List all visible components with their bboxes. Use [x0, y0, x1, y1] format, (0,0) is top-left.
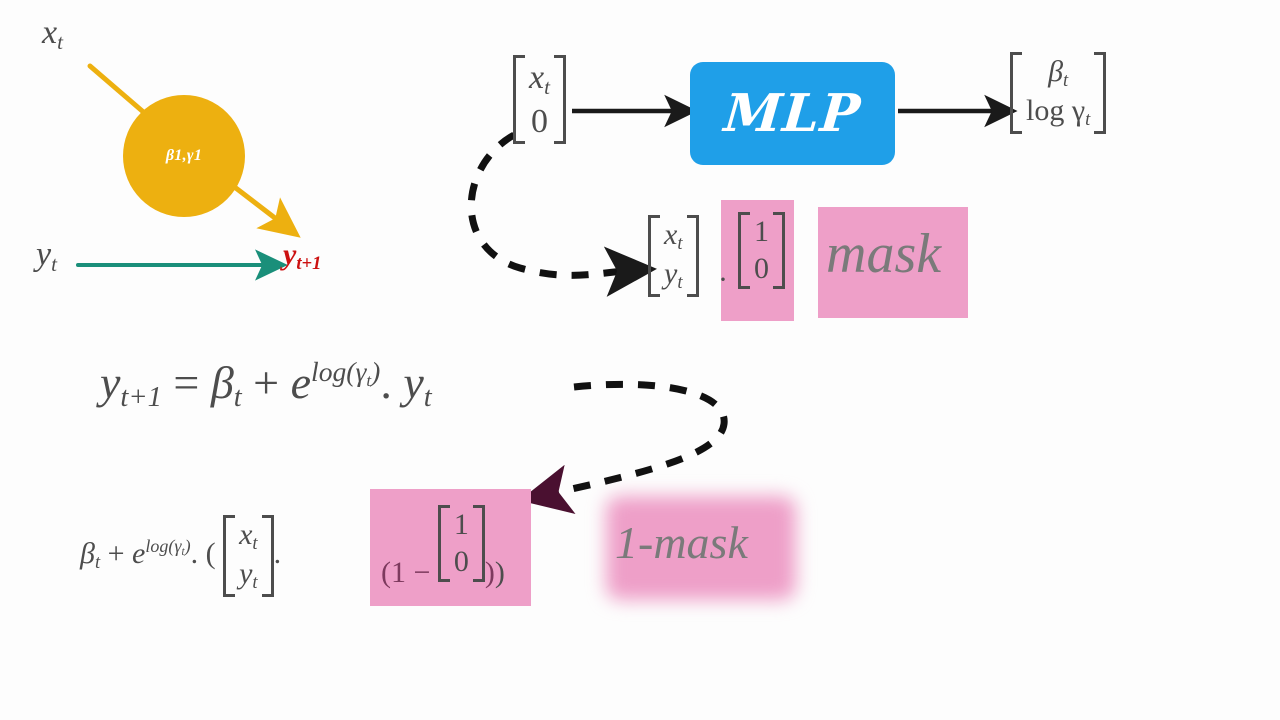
mask-vector-highlight [721, 200, 794, 321]
mlp-output-vector: βt log γt [1010, 52, 1107, 140]
mlp-block[interactable]: MLP [690, 62, 895, 165]
mask-label-highlight [818, 207, 968, 318]
one-minus-mask-highlight [606, 496, 796, 600]
one-minus-mask-label: 1-mask [615, 517, 748, 568]
bottom-inner-expression: (1 − 1 0 )) [381, 505, 505, 588]
label-y-t: yt [36, 236, 57, 276]
mlp-input-vector: xt 0 [513, 55, 566, 151]
label-y-t-plus-1: yt+1 [283, 238, 322, 275]
mlp-label: MLP [721, 83, 864, 144]
mask-vector: 1 0 [738, 212, 785, 295]
bottom-mask-highlight [370, 489, 531, 606]
bottom-mask-vector: 1 0 [437, 505, 485, 583]
dashed-curve-eq-to-mask [519, 380, 728, 514]
bottom-equation: βt + elog(γt). ( xt yt . [80, 515, 281, 597]
bottom-state-vector: xt yt [223, 515, 274, 597]
dot-operator: · [718, 263, 728, 296]
neuron-label: β1,γ1 [165, 147, 203, 164]
dashed-curve-input-to-state [467, 131, 657, 297]
main-equation: yt+1 = βt + elog(γt). yt [100, 356, 432, 414]
neuron-node: β1,γ1 [123, 95, 245, 217]
state-vector: xt yt [648, 215, 699, 303]
mask-label: mask [826, 223, 942, 285]
label-x-t: xt [42, 14, 63, 54]
